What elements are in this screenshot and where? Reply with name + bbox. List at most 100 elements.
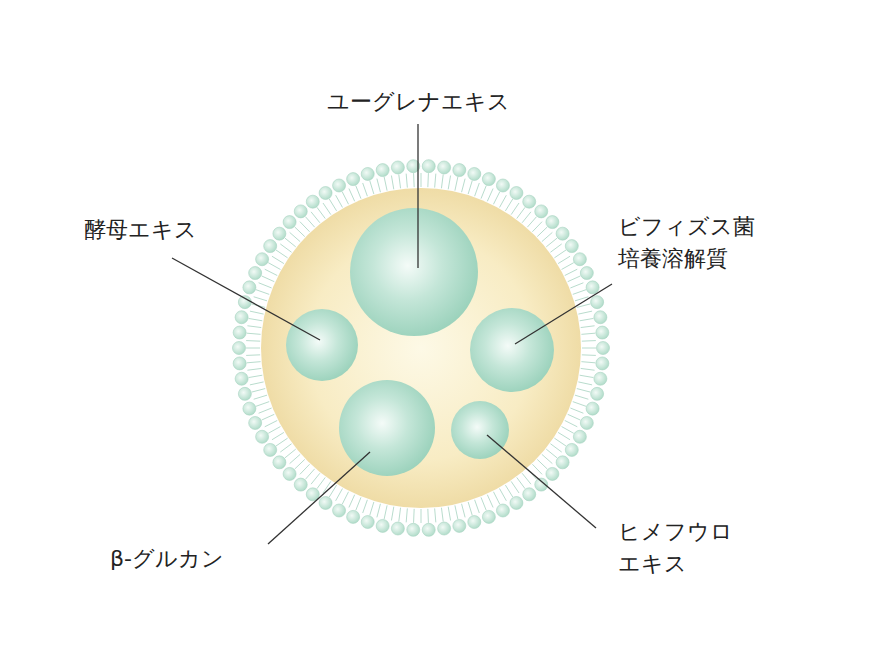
membrane-tick bbox=[542, 454, 553, 463]
membrane-tick bbox=[581, 326, 595, 328]
membrane-tick bbox=[262, 414, 275, 420]
membrane-dot bbox=[294, 478, 307, 491]
membrane bbox=[233, 160, 610, 537]
membrane-tick bbox=[487, 189, 493, 202]
membrane-dot bbox=[238, 387, 251, 400]
membrane-tick bbox=[413, 173, 415, 187]
euglena-sphere bbox=[350, 208, 478, 336]
membrane-tick bbox=[249, 375, 263, 377]
membrane-tick bbox=[391, 176, 393, 190]
membrane-tick bbox=[295, 459, 305, 469]
membrane-dot bbox=[361, 516, 374, 529]
membrane-dot bbox=[264, 240, 277, 253]
membrane-dot bbox=[596, 357, 609, 370]
membrane-dot bbox=[580, 416, 593, 429]
membrane-tick bbox=[342, 192, 348, 205]
membrane-dot bbox=[565, 443, 578, 456]
membrane-dot bbox=[376, 519, 389, 532]
membrane-dot bbox=[233, 357, 246, 370]
membrane-dot bbox=[586, 402, 599, 415]
membrane-tick bbox=[493, 492, 499, 505]
membrane-tick bbox=[323, 203, 331, 215]
membrane-tick bbox=[295, 227, 305, 237]
membrane-tick bbox=[290, 454, 301, 463]
membrane-tick bbox=[550, 244, 561, 252]
membrane-tick bbox=[399, 508, 401, 522]
membrane-dot bbox=[391, 161, 404, 174]
membrane-tick bbox=[406, 174, 407, 188]
membrane-tick bbox=[305, 469, 314, 480]
membrane-dot bbox=[273, 227, 286, 240]
membrane-dot bbox=[438, 161, 451, 174]
membrane-dot bbox=[523, 488, 536, 501]
membrane-tick bbox=[290, 232, 301, 241]
membrane-tick bbox=[421, 509, 422, 523]
callout-label: 酵母エキス bbox=[84, 214, 197, 246]
membrane-tick bbox=[554, 438, 566, 446]
membrane-tick bbox=[342, 492, 348, 505]
membrane-tick bbox=[249, 318, 263, 320]
membrane-dot bbox=[453, 164, 466, 177]
membrane-tick bbox=[522, 212, 531, 223]
membrane-dot bbox=[496, 504, 509, 517]
membrane-tick bbox=[441, 174, 443, 188]
membrane-dot bbox=[438, 522, 451, 535]
membrane-tick bbox=[565, 269, 578, 275]
membrane-dot bbox=[556, 227, 569, 240]
membrane-tick bbox=[256, 402, 269, 407]
membrane-tick bbox=[546, 238, 557, 247]
membrane-tick bbox=[570, 408, 583, 413]
membrane-tick bbox=[421, 173, 422, 187]
membrane-dot bbox=[235, 372, 248, 385]
membrane-tick bbox=[406, 508, 407, 522]
membrane-tick bbox=[254, 297, 267, 301]
membrane-tick bbox=[363, 500, 368, 513]
membrane-dot bbox=[580, 267, 593, 280]
membrane-tick bbox=[272, 432, 284, 439]
membrane-tick bbox=[280, 244, 291, 252]
membrane-tick bbox=[384, 177, 387, 191]
membrane-tick bbox=[272, 256, 284, 263]
membrane-tick bbox=[582, 348, 596, 349]
membrane-tick bbox=[311, 212, 320, 223]
membrane-tick bbox=[517, 477, 525, 488]
membrane-tick bbox=[500, 195, 507, 207]
membrane-tick bbox=[511, 481, 519, 493]
membrane-tick bbox=[252, 389, 266, 393]
membrane-dot bbox=[306, 195, 319, 208]
callout-label: ヒメフウロ エキス bbox=[618, 516, 733, 580]
membrane-tick bbox=[527, 217, 536, 228]
membrane-dot bbox=[256, 430, 269, 443]
membrane-tick bbox=[377, 504, 381, 518]
membrane-dot bbox=[594, 311, 607, 324]
membrane-dot bbox=[535, 205, 548, 218]
leader-line bbox=[487, 435, 596, 528]
membrane-tick bbox=[505, 485, 512, 497]
membrane-tick bbox=[481, 186, 486, 199]
membrane-tick bbox=[246, 348, 260, 349]
membrane-tick bbox=[356, 497, 361, 510]
membrane-dot bbox=[283, 216, 296, 229]
membrane-tick bbox=[427, 509, 429, 523]
membrane-tick bbox=[573, 290, 586, 295]
glucan-sphere bbox=[339, 380, 435, 476]
membrane-tick bbox=[268, 263, 280, 270]
membrane-tick bbox=[573, 402, 586, 407]
membrane-dot bbox=[249, 267, 262, 280]
membrane-tick bbox=[558, 432, 570, 439]
membrane-tick bbox=[370, 181, 374, 194]
membrane-tick bbox=[570, 283, 583, 288]
membrane-tick bbox=[311, 473, 320, 484]
membrane-dot bbox=[422, 523, 435, 536]
membrane-tick bbox=[300, 464, 310, 474]
membrane-dot bbox=[361, 167, 374, 180]
membrane-tick bbox=[542, 232, 553, 241]
membrane-tick bbox=[578, 311, 592, 314]
membrane-tick bbox=[377, 179, 381, 193]
membrane-dot bbox=[594, 372, 607, 385]
membrane-tick bbox=[276, 438, 288, 446]
membrane-tick bbox=[568, 276, 581, 282]
membrane-dot bbox=[238, 296, 251, 309]
membrane-dot bbox=[283, 467, 296, 480]
